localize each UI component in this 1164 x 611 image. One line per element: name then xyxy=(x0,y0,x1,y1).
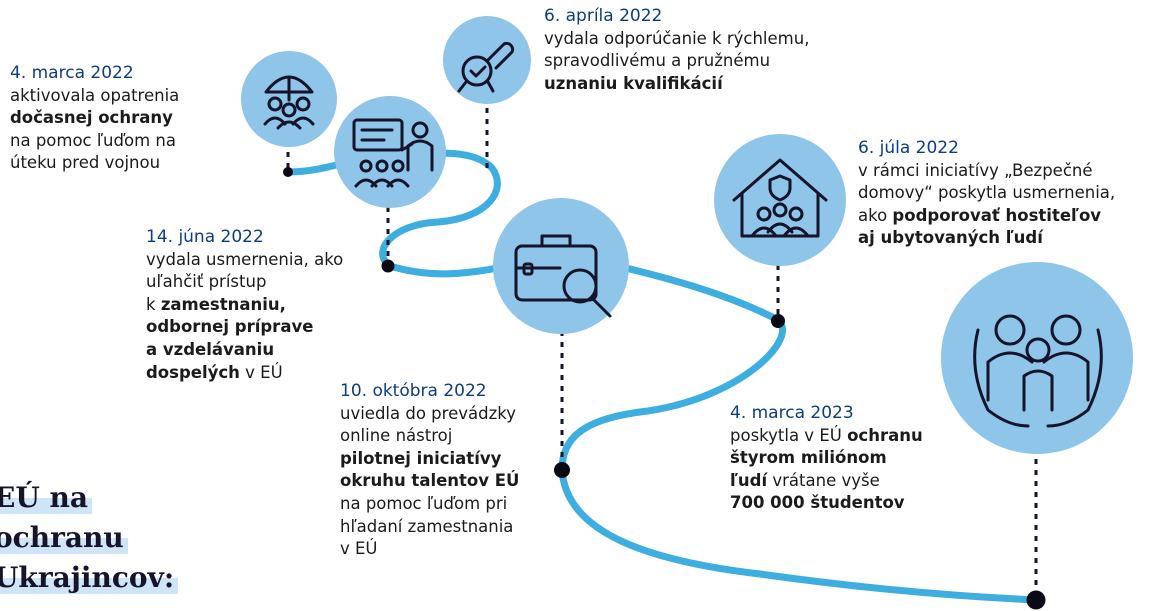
description-line: poskytla v EÚ ochranu xyxy=(730,425,923,445)
description-line: dospelých v EÚ xyxy=(146,362,283,382)
description-line: k zamestnaniu, xyxy=(146,294,286,314)
event-description: vydala odporúčanie k rýchlemu, spravodliv… xyxy=(544,28,864,96)
description-line: ako podporovať hostiteľov xyxy=(858,205,1102,225)
description-line: domovy“ poskytla usmernenia, xyxy=(858,183,1116,203)
event-2: 6. apríla 2022 vydala odporúčanie k rých… xyxy=(544,5,864,95)
event-3: 14. júna 2022 vydala usmernenia, ako uľah… xyxy=(146,226,376,384)
description-line: uviedla do prevádzky xyxy=(340,403,516,423)
event-6: 4. marca 2023 poskytla v EÚ ochranu štyro… xyxy=(730,402,970,515)
event-1: 4. marca 2022 aktivovala opatrenia dočasn… xyxy=(10,62,240,175)
description-line: v EÚ xyxy=(340,539,378,559)
description-line: hľadaní zamestnania xyxy=(340,516,514,536)
node-3 xyxy=(381,259,395,273)
description-line: aktivovala opatrenia xyxy=(10,85,180,105)
event-date: 4. marca 2022 xyxy=(10,63,134,83)
event-date: 6. júla 2022 xyxy=(858,138,959,158)
description-line: 700 000 študentov xyxy=(730,493,905,513)
event-date: 4. marca 2023 xyxy=(730,403,854,423)
description-line: spravodlivému a pružnému xyxy=(544,51,771,71)
classroom-icon xyxy=(352,118,434,188)
node-5 xyxy=(554,462,570,478)
event-date: 14. júna 2022 xyxy=(146,227,264,247)
description-line: uľahčiť prístup xyxy=(146,272,267,292)
description-line: pilotnej iniciatívy xyxy=(340,448,502,468)
description-line: na pomoc ľuďom na xyxy=(10,130,176,150)
description-line: vydala usmernenia, ako xyxy=(146,249,344,269)
timeline-nodes xyxy=(283,167,1046,610)
description-line: vydala odporúčanie k rýchlemu, xyxy=(544,28,810,48)
umbrella-people-icon xyxy=(263,75,315,130)
description-line: dočasnej ochrany xyxy=(10,108,173,128)
node-1 xyxy=(283,167,293,177)
title-line-1: EÚ na xyxy=(0,481,93,514)
safe-home-icon xyxy=(732,158,828,238)
family-hands-icon xyxy=(973,314,1103,428)
icon-circle-6 xyxy=(941,262,1133,454)
description-line: na pomoc ľuďom pri xyxy=(340,493,508,513)
event-5: 10. októbra 2022 uviedla do prevádzky onl… xyxy=(340,380,570,561)
description-line: a vzdelávaniu xyxy=(146,339,275,359)
description-line: aj ubytovaných ľudí xyxy=(858,228,1043,248)
page-title: EÚ na ochranu Ukrajincov: xyxy=(0,478,179,598)
node-6 xyxy=(1026,590,1046,610)
node-4 xyxy=(771,314,785,328)
description-line: úteku pred vojnou xyxy=(10,153,161,173)
event-date: 6. apríla 2022 xyxy=(544,6,663,26)
description-line: štyrom miliónom xyxy=(730,448,887,468)
description-line: online nástroj xyxy=(340,426,453,446)
title-line-3: Ukrajincov: xyxy=(0,561,179,594)
description-line: odbornej príprave xyxy=(146,317,314,337)
event-date: 10. októbra 2022 xyxy=(340,381,487,401)
ribbon-badge-icon xyxy=(457,41,515,93)
event-4: 6. júla 2022 v rámci iniciatívy „Bezpečn… xyxy=(858,137,1158,250)
briefcase-search-icon xyxy=(514,234,612,318)
event-description: v rámci iniciatívy „Bezpečné domovy“ posk… xyxy=(858,160,1158,250)
description-line: v rámci iniciatívy „Bezpečné xyxy=(858,160,1093,180)
description-line: uznaniu kvalifikácií xyxy=(544,73,723,93)
title-line-2: ochranu xyxy=(0,521,128,554)
description-line: okruhu talentov EÚ xyxy=(340,471,520,491)
description-line: ľudí vrátane vyše xyxy=(730,470,880,490)
icon-circle-3 xyxy=(334,96,446,208)
